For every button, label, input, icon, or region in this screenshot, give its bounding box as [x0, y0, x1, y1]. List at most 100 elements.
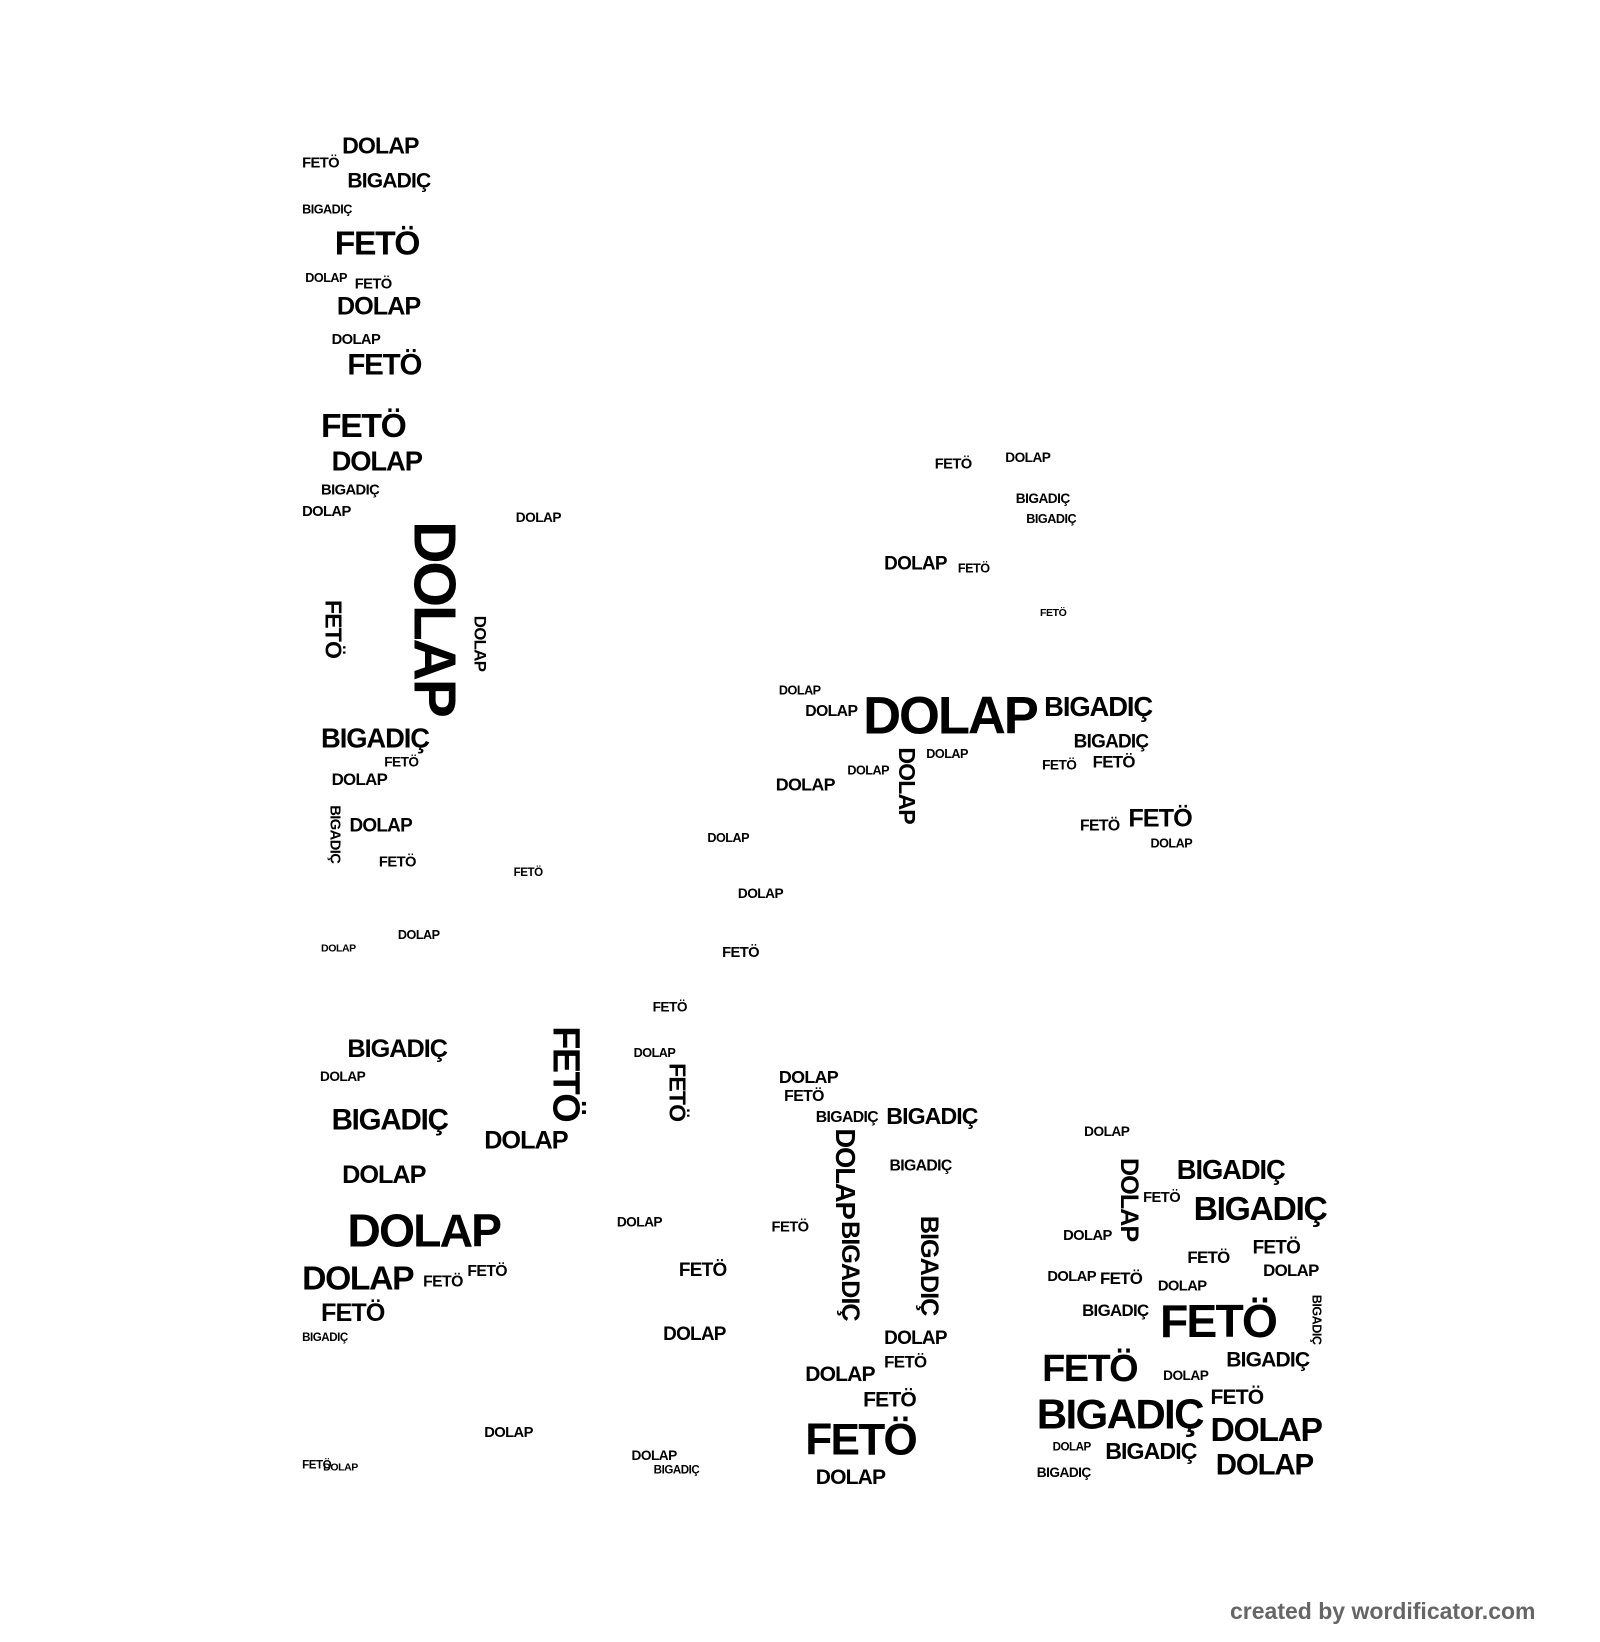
word-feto: FETÖ: [354, 274, 393, 292]
word-feto: FETÖ: [1042, 756, 1077, 773]
word-dolap: DOLAP: [470, 615, 489, 672]
word-dolap: DOLAP: [926, 746, 968, 762]
word-dolap: DOLAP: [336, 292, 421, 322]
word-dolap: DOLAP: [1063, 1226, 1112, 1244]
word-bigadic: BIGADIÇ: [815, 1108, 879, 1127]
word-dolap: DOLAP: [402, 521, 469, 716]
word-feto: FETÖ: [467, 1262, 507, 1280]
word-dolap: DOLAP: [663, 1323, 726, 1345]
word-feto: FETÖ: [302, 153, 340, 171]
word-dolap: DOLAP: [1163, 1367, 1209, 1384]
word-bigadic: BIGADIÇ: [889, 1156, 952, 1175]
word-bigadic: BIGADIÇ: [1044, 690, 1153, 723]
word-dolap: DOLAP: [347, 1205, 502, 1257]
word-dolap: DOLAP: [633, 1045, 676, 1060]
word-bigadic: BIGADIÇ: [1176, 1153, 1286, 1186]
word-dolap: DOLAP: [707, 830, 750, 846]
word-bigadic: BIGADIÇ: [1082, 1302, 1149, 1320]
word-dolap: DOLAP: [815, 1466, 886, 1490]
word-dolap: DOLAP: [331, 445, 423, 477]
word-feto: FETÖ: [321, 406, 407, 445]
word-feto: FETÖ: [513, 866, 543, 879]
word-dolap: DOLAP: [1047, 1267, 1096, 1285]
word-bigadic: BIGADIÇ: [327, 805, 345, 864]
word-feto: FETÖ: [1159, 1295, 1278, 1348]
word-bigadic: BIGADIÇ: [835, 1221, 865, 1321]
word-dolap: DOLAP: [1210, 1410, 1323, 1449]
word-bigadic: BIGADIÇ: [321, 722, 430, 754]
word-dolap: DOLAP: [302, 1258, 415, 1297]
footer-credit: created by wordificator.com: [1230, 1598, 1536, 1624]
word-dolap: DOLAP: [778, 683, 821, 698]
word-dolap: DOLAP: [1005, 449, 1051, 466]
word-feto: FETÖ: [1210, 1386, 1264, 1410]
word-bigadic: BIGADIÇ: [302, 1331, 348, 1345]
word-feto: FETÖ: [423, 1272, 463, 1291]
word-feto: FETÖ: [378, 852, 417, 870]
word-dolap: DOLAP: [302, 502, 351, 519]
word-dolap: DOLAP: [1215, 1448, 1314, 1482]
word-dolap: DOLAP: [1263, 1262, 1319, 1280]
word-dolap: DOLAP: [484, 1423, 533, 1440]
word-dolap: DOLAP: [884, 1327, 947, 1349]
word-feto: FETÖ: [664, 1063, 691, 1122]
word-dolap: DOLAP: [1157, 1276, 1207, 1294]
word-feto: FETÖ: [545, 1026, 589, 1122]
word-feto: FETÖ: [934, 454, 973, 472]
word-dolap: DOLAP: [484, 1126, 568, 1155]
word-dolap: DOLAP: [342, 1161, 426, 1190]
word-dolap: DOLAP: [397, 927, 440, 943]
word-dolap: DOLAP: [305, 270, 347, 286]
word-dolap: DOLAP: [331, 330, 381, 348]
word-feto: FETÖ: [1092, 753, 1136, 772]
word-dolap: DOLAP: [1052, 1441, 1092, 1454]
word-bigadic: BIGADIÇ: [1015, 490, 1070, 507]
word-dolap: DOLAP: [893, 747, 920, 824]
word-dolap: DOLAP: [323, 1462, 358, 1474]
word-dolap: DOLAP: [778, 1067, 839, 1088]
word-bigadic: BIGADIÇ: [1036, 1391, 1205, 1438]
word-bigadic: BIGADIÇ: [1036, 1464, 1091, 1480]
word-feto: FETÖ: [722, 943, 760, 960]
word-feto: FETÖ: [1187, 1249, 1230, 1268]
word-feto: FETÖ: [302, 1458, 332, 1472]
word-dolap: DOLAP: [884, 552, 947, 574]
word-dolap: DOLAP: [737, 885, 784, 902]
word-feto: FETÖ: [1252, 1236, 1301, 1258]
word-bigadic: BIGADIÇ: [1105, 1437, 1197, 1465]
word-feto: FETÖ: [1039, 607, 1067, 619]
word-bigadic: BIGADIÇ: [653, 1464, 700, 1477]
word-dolap: DOLAP: [1150, 835, 1193, 851]
word-bigadic: BIGADIÇ: [347, 169, 431, 193]
word-bigadic: BIGADIÇ: [914, 1215, 944, 1316]
word-dolap: DOLAP: [631, 1447, 678, 1464]
word-feto: FETÖ: [321, 1298, 385, 1328]
word-bigadic: BIGADIÇ: [347, 1034, 448, 1064]
word-dolap: DOLAP: [829, 1128, 862, 1219]
word-feto: FETÖ: [884, 1353, 927, 1372]
word-dolap: DOLAP: [775, 774, 836, 795]
word-bigadic: BIGADIÇ: [1073, 730, 1149, 752]
word-bigadic: BIGADIÇ: [331, 1103, 449, 1136]
word-dolap: DOLAP: [515, 509, 562, 526]
word-feto: FETÖ: [1099, 1270, 1143, 1289]
word-dolap: DOLAP: [321, 943, 356, 955]
word-dolap: DOLAP: [319, 1068, 366, 1085]
word-feto: FETÖ: [678, 1258, 727, 1280]
word-feto: FETÖ: [805, 1414, 918, 1465]
word-dolap: DOLAP: [342, 132, 419, 159]
word-dolap: DOLAP: [863, 686, 1039, 746]
word-feto: FETÖ: [347, 348, 422, 382]
word-dolap: DOLAP: [805, 702, 858, 720]
word-bigadic: BIGADIÇ: [321, 481, 380, 498]
word-bigadic: BIGADIÇ: [1026, 511, 1077, 527]
word-bigadic: BIGADIÇ: [1193, 1189, 1328, 1228]
word-feto: FETÖ: [863, 1388, 917, 1412]
word-feto: FETÖ: [771, 1217, 810, 1235]
word-feto: FETÖ: [384, 753, 419, 770]
word-bigadic: BIGADIÇ: [302, 202, 352, 217]
word-feto: FETÖ: [334, 224, 421, 263]
word-feto: FETÖ: [1143, 1188, 1181, 1206]
word-bigadic: BIGADIÇ: [886, 1103, 978, 1130]
